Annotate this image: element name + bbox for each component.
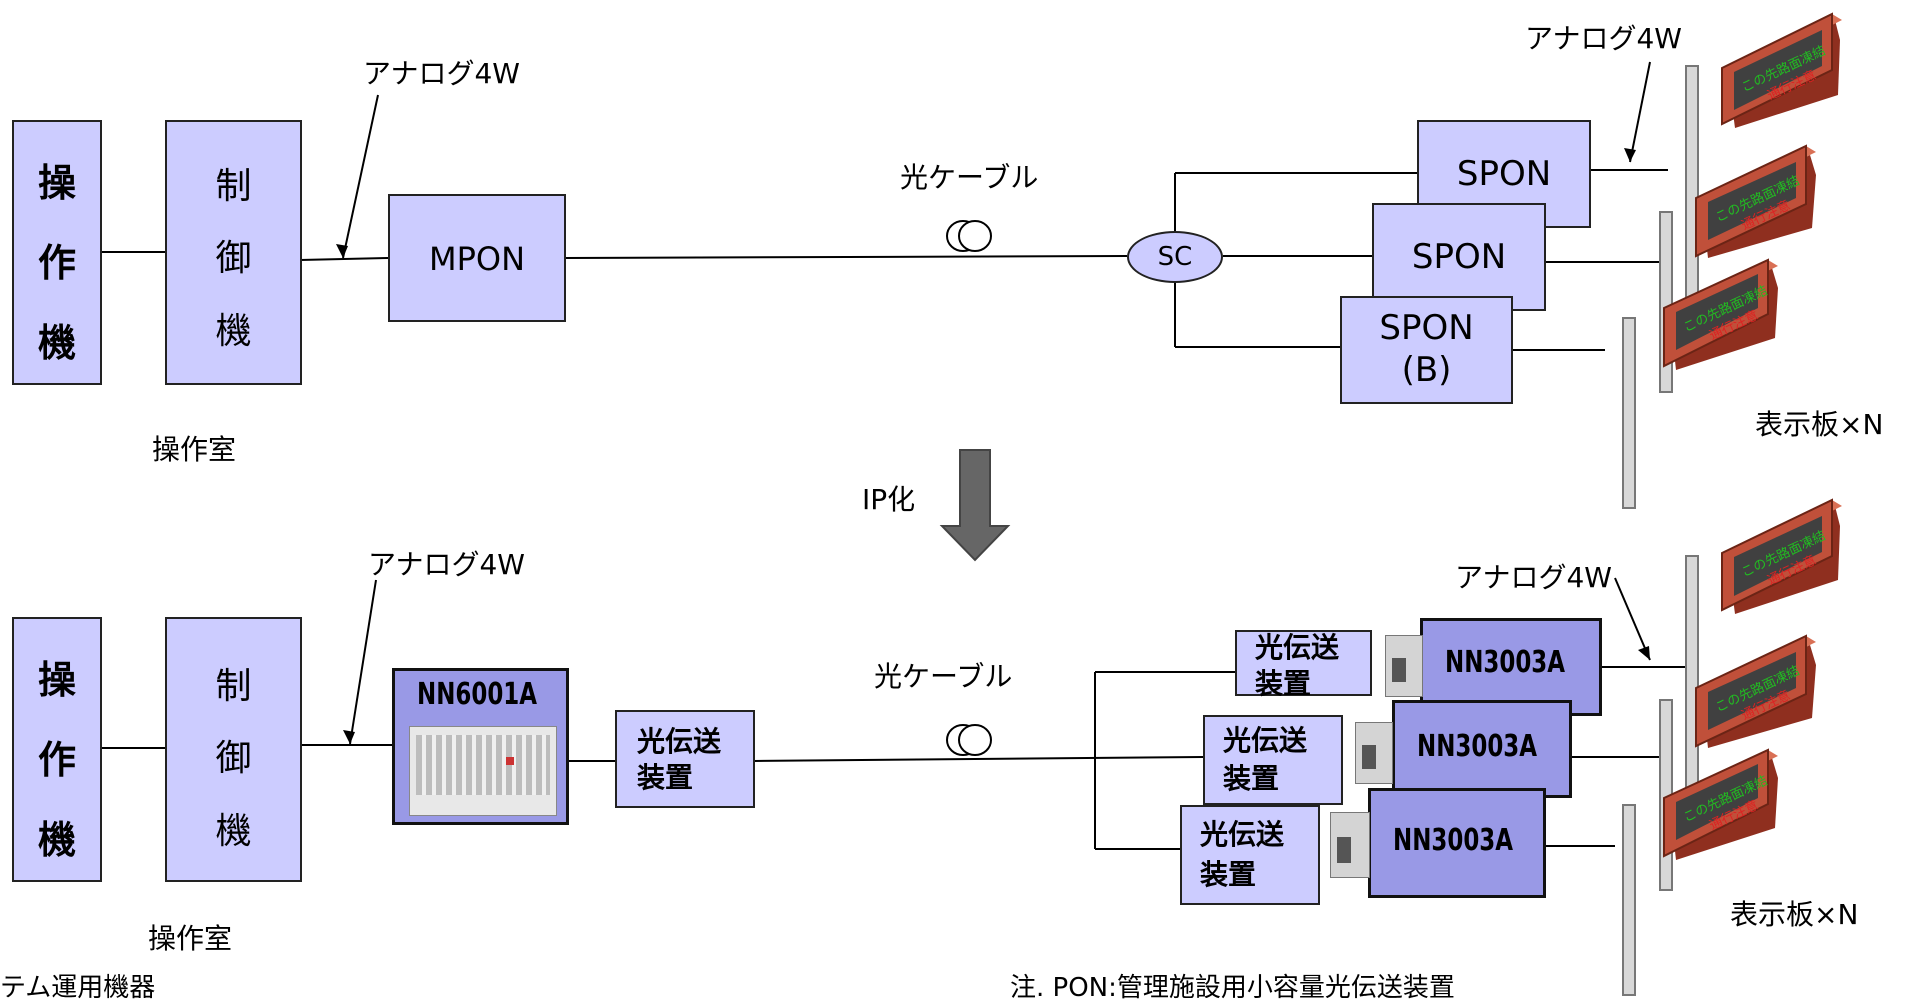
- line-controller-mpon-top: [299, 257, 389, 261]
- optical-transmitter-left: 光伝送 装置: [615, 710, 755, 808]
- controller-char-3: 機: [215, 811, 252, 852]
- controller-char-2: 御: [215, 738, 252, 779]
- pointer-arrowhead-bottom: [343, 730, 355, 744]
- operator-char-1: 操: [37, 161, 76, 205]
- display-sign-1-top: この先路面凍結 通行注意: [1721, 12, 1842, 128]
- fiber-line-bottom: [753, 756, 1204, 762]
- display-sign-3-top: この先路面凍結 通行注意: [1663, 258, 1778, 370]
- nn3003a-device-3: NN3003A: [1368, 788, 1546, 898]
- operator-char-2: 作: [37, 738, 76, 782]
- ip-conversion-arrow: [939, 449, 1011, 562]
- optical-right-1-line1: 光伝送: [1255, 631, 1340, 664]
- nn3003a-photo-1: [1385, 635, 1423, 697]
- fiber-label-top: 光ケーブル: [900, 161, 1039, 194]
- operator-char-2: 作: [37, 241, 76, 285]
- nn3003a-device-2: NN3003A: [1392, 700, 1572, 798]
- display-sign-2-top: この先路面凍結 通行注意: [1695, 144, 1816, 258]
- optical-transmitter-right-2: 光伝送 装置: [1203, 715, 1343, 805]
- ip-conversion-label: IP化: [862, 483, 916, 516]
- pointer-arrowhead-top-right: [1624, 148, 1636, 162]
- pointer-analog-bottom: [349, 579, 377, 745]
- optical-left-line1: 光伝送: [637, 725, 722, 758]
- optical-left-line2: 装置: [637, 761, 694, 794]
- pointer-analog-bottom-right: [1614, 577, 1651, 661]
- rack-slots: [416, 735, 550, 795]
- nn6001a-device: NN6001A: [392, 668, 569, 825]
- controller-char-1: 制: [215, 166, 252, 207]
- operator-char-3: 機: [37, 321, 76, 365]
- pointer-arrowhead-bottom-right: [1638, 646, 1650, 660]
- operator-terminal-top: 操 作 機: [12, 120, 102, 385]
- room-label-top: 操作室: [152, 433, 237, 466]
- display-poles-top: [1622, 65, 1699, 509]
- optical-right-1-line2: 装置: [1255, 667, 1312, 700]
- nn3003a-photo-2: [1355, 722, 1393, 784]
- controller-char-3: 機: [215, 311, 252, 352]
- nn6001a-photo: [409, 726, 557, 816]
- controller-top: 制 御 機: [165, 120, 302, 385]
- display-sign-1-bottom: この先路面凍結 通行注意: [1721, 498, 1842, 614]
- spon-box-3: SPON (B): [1340, 296, 1513, 404]
- nn3003a-1-label: NN3003A: [1445, 645, 1566, 680]
- pointer-arrowhead-top: [336, 244, 348, 258]
- mpon-box: MPON: [388, 194, 566, 322]
- spon-2-label: SPON: [1411, 237, 1507, 277]
- splitter-sc: SC: [1127, 231, 1223, 283]
- footer-left-text: テム運用機器: [0, 973, 156, 1003]
- operator-char-1: 操: [37, 658, 76, 702]
- analog-label-bottom-left: アナログ4W: [368, 548, 525, 581]
- fiber-coil-b-bottom: [958, 724, 992, 756]
- spon-3-label: SPON: [1379, 308, 1474, 348]
- display-label-bottom: 表示板×N: [1730, 898, 1859, 931]
- nn3003a-photo-3: [1330, 812, 1370, 878]
- analog-label-top-right: アナログ4W: [1525, 22, 1682, 55]
- mpon-label: MPON: [428, 240, 526, 278]
- spon-1-label: SPON: [1456, 154, 1552, 194]
- nn3003a-2-label: NN3003A: [1417, 729, 1538, 764]
- operator-terminal-bottom: 操 作 機: [12, 617, 102, 882]
- nn3003a-3-label: NN3003A: [1393, 823, 1514, 858]
- display-sign-2-bottom: この先路面凍結 通行注意: [1695, 634, 1816, 748]
- fiber-line-top: [564, 255, 1128, 259]
- spon-3-sublabel: (B): [1401, 350, 1452, 390]
- optical-right-2-line2: 装置: [1223, 762, 1280, 795]
- controller-char-1: 制: [215, 666, 252, 707]
- optical-transmitter-right-3: 光伝送 装置: [1180, 805, 1320, 905]
- fiber-label-bottom: 光ケーブル: [874, 660, 1013, 693]
- fiber-coil-b-top: [958, 220, 992, 252]
- display-label-top: 表示板×N: [1755, 408, 1884, 441]
- pointer-analog-top-right: [1629, 61, 1651, 163]
- room-label-bottom: 操作室: [148, 922, 233, 955]
- optical-right-3-line2: 装置: [1200, 858, 1257, 891]
- optical-right-2-line1: 光伝送: [1223, 724, 1308, 757]
- controller-char-2: 御: [215, 238, 252, 279]
- analog-label-top-left: アナログ4W: [363, 57, 520, 90]
- nn6001a-label: NN6001A: [417, 677, 538, 712]
- display-sign-3-bottom: この先路面凍結 通行注意: [1663, 748, 1778, 860]
- optical-right-3-line1: 光伝送: [1200, 818, 1285, 851]
- spon-box-2: SPON: [1372, 203, 1546, 311]
- controller-bottom: 制 御 機: [165, 617, 302, 882]
- optical-transmitter-right-1: 光伝送 装置: [1235, 630, 1372, 700]
- spon-box-1: SPON: [1417, 120, 1591, 228]
- analog-label-bottom-right: アナログ4W: [1455, 561, 1612, 594]
- rack-indicator: [506, 757, 514, 765]
- operator-char-3: 機: [37, 818, 76, 862]
- pointer-analog-top: [342, 94, 379, 259]
- footer-note: 注. PON:管理施設用小容量光伝送装置: [1010, 973, 1455, 1003]
